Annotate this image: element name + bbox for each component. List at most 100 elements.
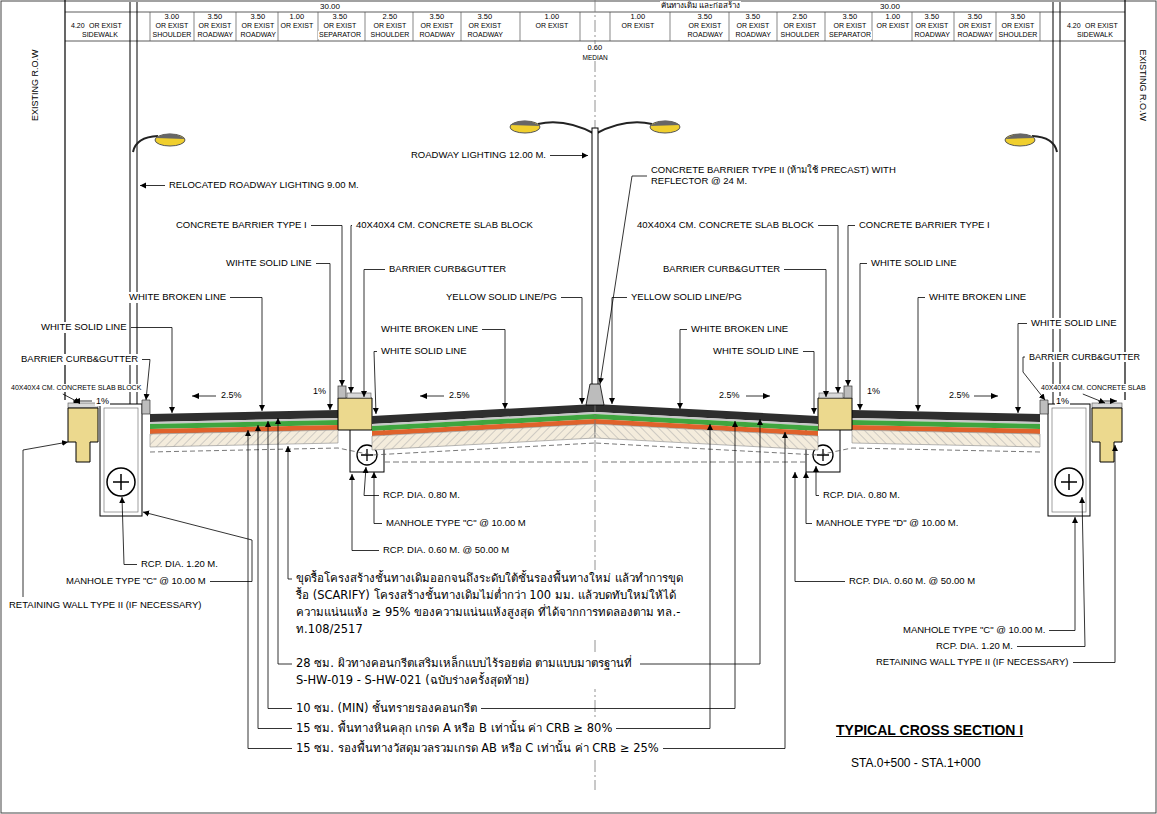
- dimension-text: OR EXIST: [915, 22, 950, 30]
- layer-note: ขุดรื้อโครงสร้างชั้นทางเดิมออกจนถึงระดับ…: [295, 570, 687, 638]
- dimension-text: OR EXIST: [621, 22, 656, 30]
- dimension-text: SEPARATOR: [828, 31, 872, 39]
- leader-line: [278, 418, 292, 664]
- dimension-text: OR EXIST: [88, 22, 123, 30]
- dimension-text: 3.00: [164, 13, 181, 22]
- callout-label: 40X40X4 CM. CONCRETE SLAB: [1040, 384, 1147, 392]
- dimension-text: OR EXIST: [155, 22, 190, 30]
- dimension-text: OR EXIST: [198, 22, 233, 30]
- leader-line: [143, 512, 252, 582]
- leader-line: [482, 330, 505, 410]
- dimension-text: OR EXIST: [736, 22, 771, 30]
- dimension-text: 3.50: [924, 13, 941, 22]
- callout-label: RCP. DIA. 0.80 M.: [382, 490, 461, 501]
- callout-label: 40X40X4 CM. CONCRETE SLAB BLOCK: [355, 220, 534, 231]
- dimension-text: SHOULDER: [780, 31, 821, 39]
- callout-label: WIHTE SOLID LINE: [225, 258, 313, 269]
- slope-text: 1%: [1055, 396, 1070, 406]
- slope-text: 2.5%: [448, 390, 471, 400]
- callout-label: CONCRETE BARRIER TYPE II (ห้ามใช้ PRECAS…: [650, 165, 902, 187]
- callout-label: WHITE SOLID LINE: [1030, 318, 1118, 329]
- dimension-text: 3.50: [332, 13, 349, 22]
- dimension-text: OR EXIST: [876, 22, 911, 30]
- dimension-text: 30.00: [319, 2, 341, 11]
- slope-text: 2.5%: [220, 390, 243, 400]
- leader-line: [351, 226, 352, 394]
- leader-line: [1018, 324, 1027, 414]
- callout-label: BARRIER CURB&GUTTER: [388, 264, 507, 275]
- leader-line: [248, 430, 292, 749]
- dimension-text: ROADWAY: [197, 31, 234, 39]
- slope-text: 2.5%: [948, 390, 971, 400]
- callout-label: BARRIER CURB&GUTTER: [662, 264, 781, 275]
- leader-line: [258, 425, 292, 729]
- leader-line: [122, 497, 137, 565]
- dimension-text: ROADWAY: [240, 31, 277, 39]
- leader-line: [374, 352, 377, 415]
- dimension-text: 3.50: [207, 13, 224, 22]
- dimension-text: 3.50: [745, 13, 762, 22]
- dimension-text: ROADWAY: [419, 31, 456, 39]
- callout-label: RCP. DIA. 0.60 M. @ 50.00 M: [382, 545, 510, 556]
- dimension-text: OR EXIST: [783, 22, 818, 30]
- layer-note: 28 ซม. ผิวทางคอนกรีตเสริมเหล็กแบบไร้รอยต…: [295, 655, 637, 689]
- layer-note: 15 ซม. พื้นทางหินคลุก เกรด A หรือ B เท่า…: [295, 720, 613, 737]
- dimension-text: 4.20: [70, 22, 86, 30]
- dimension-text: ROADWAY: [957, 31, 994, 39]
- leader-line: [806, 472, 812, 524]
- dimension-text: OR EXIST: [241, 22, 276, 30]
- callout-label: RCP. DIA. 0.80 M.: [822, 490, 901, 501]
- callout-label: WHITE SOLID LINE: [380, 346, 468, 357]
- leader-line: [918, 298, 925, 412]
- leader-line: [63, 394, 80, 403]
- slope-text: 1%: [95, 396, 110, 406]
- dimension-text: 3.50: [477, 13, 494, 22]
- dimension-text: SHOULDER: [370, 31, 411, 39]
- dimension-text: OR EXIST: [468, 22, 503, 30]
- dimension-text: 1.00: [544, 13, 561, 22]
- leader-line: [288, 446, 292, 579]
- callout-label: MANHOLE TYPE "D" @ 10.00 M.: [815, 518, 959, 529]
- dimension-text: 1.00: [289, 13, 306, 22]
- callout-label: YELLOW SOLID LINE/PG: [445, 292, 558, 303]
- dimension-text: SEPARATOR: [318, 31, 362, 39]
- dimension-text: OR EXIST: [833, 22, 868, 30]
- callout-label: MANHOLE TYPE "C" @ 10.00 M: [65, 576, 207, 587]
- callout-label: MANHOLE TYPE "C" @ 10.00 M.: [902, 625, 1046, 636]
- dimension-text: OR EXIST: [958, 22, 993, 30]
- dimension-text: 3.50: [1010, 13, 1027, 22]
- dimension-text: 2.50: [792, 13, 809, 22]
- leader-line: [142, 360, 150, 401]
- leader-line: [803, 352, 814, 415]
- callout-label: WHITE SOLID LINE: [870, 258, 958, 269]
- slope-text: 1%: [866, 386, 881, 396]
- leader-line: [23, 442, 68, 597]
- dimension-text: ROADWAY: [467, 31, 504, 39]
- section-title: TYPICAL CROSS SECTION I: [835, 722, 1024, 738]
- dimension-text: OR EXIST: [688, 22, 723, 30]
- leader-line: [612, 298, 627, 405]
- callout-label: WHITE BROKEN LINE: [380, 324, 479, 335]
- slope-text: 1%: [312, 386, 327, 396]
- dimension-text: OR EXIST: [1001, 22, 1036, 30]
- leader-line: [818, 226, 838, 394]
- dimension-text: 3.50: [429, 13, 446, 22]
- callout-label: RETAINING WALL TYPE II (IF NECESSARY): [8, 600, 203, 611]
- leader-line: [550, 155, 588, 156]
- leader-line: [352, 474, 379, 551]
- dimension-text: OR EXIST: [535, 22, 570, 30]
- dimension-text: 3.50: [967, 13, 984, 22]
- leader-line: [848, 226, 855, 387]
- leader-line: [680, 330, 687, 410]
- dimension-text: ROADWAY: [735, 31, 772, 39]
- callout-label: CONCRETE BARRIER TYPE I: [175, 220, 308, 231]
- callout-label: WHITE SOLID LINE: [712, 346, 800, 357]
- dimension-text: SIDEWALK: [81, 31, 119, 39]
- callout-label: RCP. DIA. 0.60 M. @ 50.00 M: [848, 576, 976, 587]
- callout-label: WHITE BROKEN LINE: [928, 292, 1027, 303]
- callout-label: RCP. DIA. 1.20 M.: [140, 559, 219, 570]
- dimension-text: 1.00: [630, 13, 647, 22]
